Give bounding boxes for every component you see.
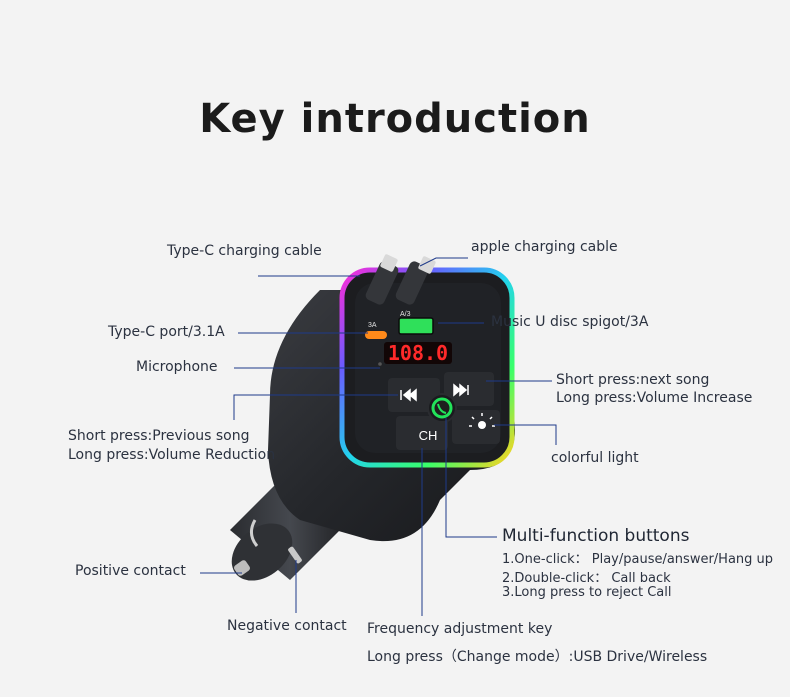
label-type-c-cable: Type-C charging cable: [167, 243, 322, 259]
leader-lines: [200, 257, 557, 616]
button-panel: CH: [388, 372, 500, 450]
label-colorful-light: colorful light: [551, 450, 639, 466]
label-multi-function: Multi-function buttons: [502, 526, 690, 546]
label-apple-cable: apple charging cable: [471, 239, 618, 255]
label-freq-key: Frequency adjustment key: [367, 621, 553, 637]
label-prev-long: Long press:Volume Reduction: [68, 447, 276, 463]
cables: [365, 254, 436, 305]
label-mf-1: 1.One-click： Play/pause/answer/Hang up: [502, 552, 774, 567]
led-display: 108.0: [378, 341, 452, 366]
ch-button[interactable]: [396, 416, 448, 450]
label-mf-3: 3.Long press to reject Call: [502, 585, 672, 600]
port-c-label: 3A: [368, 322, 377, 329]
ports: 3A A/3: [365, 311, 434, 339]
negative-contact-spring: [288, 546, 302, 564]
phone-icon: [431, 397, 453, 419]
label-type-c-port: Type-C port/3.1A: [108, 324, 225, 340]
usb-a-port[interactable]: [398, 317, 434, 335]
ch-label: CH: [419, 428, 438, 443]
type-c-port[interactable]: [365, 331, 387, 339]
port-a-label: A/3: [400, 311, 411, 318]
next-track-icon: [453, 383, 469, 397]
label-prev-short: Short press:Previous song: [68, 428, 250, 444]
label-next-long: Long press:Volume Increase: [556, 390, 753, 406]
light-button[interactable]: [452, 410, 500, 444]
label-negative-contact: Negative contact: [227, 618, 347, 634]
label-microphone: Microphone: [136, 359, 218, 375]
label-music-u-disc: Music U disc spigot/3A: [491, 314, 649, 330]
positive-contact-tip: [234, 560, 250, 576]
label-next-short: Short press:next song: [556, 372, 710, 388]
label-positive-contact: Positive contact: [75, 563, 186, 579]
label-mf-2: 2.Double-click： Call back: [502, 571, 671, 586]
frequency-display: 108.0: [388, 341, 448, 365]
microphone-hole: [378, 362, 382, 366]
label-freq-long: Long press（Change mode）:USB Drive/Wirele…: [367, 649, 708, 665]
previous-track-icon: [400, 388, 417, 402]
page-title: Key introduction: [199, 96, 591, 142]
light-icon: [469, 413, 495, 429]
next-button[interactable]: [444, 372, 494, 406]
